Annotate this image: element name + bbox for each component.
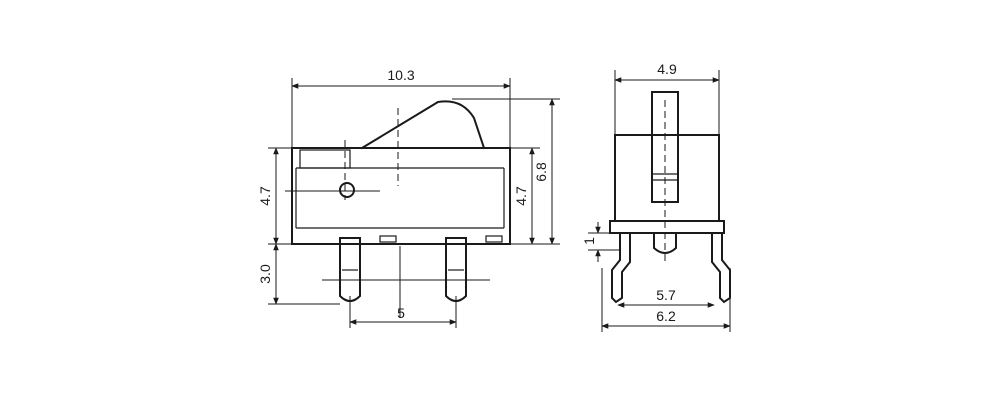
switch-body-end — [609, 134, 725, 234]
dimension-6-8: 6.8 — [452, 98, 560, 245]
dim-label-4-9: 4.9 — [657, 61, 677, 77]
pin-left — [611, 232, 631, 304]
dimension-4-9: 4.9 — [614, 61, 720, 135]
actuator-lever — [360, 100, 486, 150]
dim-label-3-0: 3.0 — [257, 264, 273, 284]
dimension-1: 1 — [581, 222, 620, 262]
dimension-4-7-left: 4.7 — [257, 147, 292, 245]
dim-label-6-8: 6.8 — [533, 162, 549, 182]
actuator-end — [651, 91, 679, 262]
dimension-5: 5 — [349, 296, 457, 328]
dim-label-1: 1 — [581, 237, 597, 245]
dim-label-4-7-right: 4.7 — [513, 186, 529, 206]
dimension-5-7: 5.7 — [617, 287, 715, 308]
terminal-right — [445, 237, 467, 302]
dim-label-5-7: 5.7 — [656, 287, 676, 303]
dim-label-10-3: 10.3 — [387, 67, 414, 83]
side-view: 10.3 6.8 4.7 4.7 3.0 — [257, 67, 560, 328]
terminal-left — [339, 237, 361, 302]
pivot-pin — [285, 140, 380, 200]
pin-right — [711, 232, 731, 304]
bottom-nub — [653, 232, 677, 254]
switch-body-side — [291, 147, 511, 245]
bottom-slot-right — [485, 235, 503, 243]
dimension-10-3: 10.3 — [291, 67, 511, 148]
dim-label-6-2: 6.2 — [656, 308, 676, 324]
dim-label-5: 5 — [397, 305, 405, 321]
dimension-4-7-right: 4.7 — [510, 147, 540, 245]
end-view: 4.9 1 5.7 6.2 — [581, 61, 731, 332]
dimension-6-2: 6.2 — [601, 268, 731, 332]
dim-label-4-7-left: 4.7 — [257, 186, 273, 206]
bottom-slot-left — [379, 235, 397, 243]
dimension-3-0: 3.0 — [257, 243, 340, 305]
